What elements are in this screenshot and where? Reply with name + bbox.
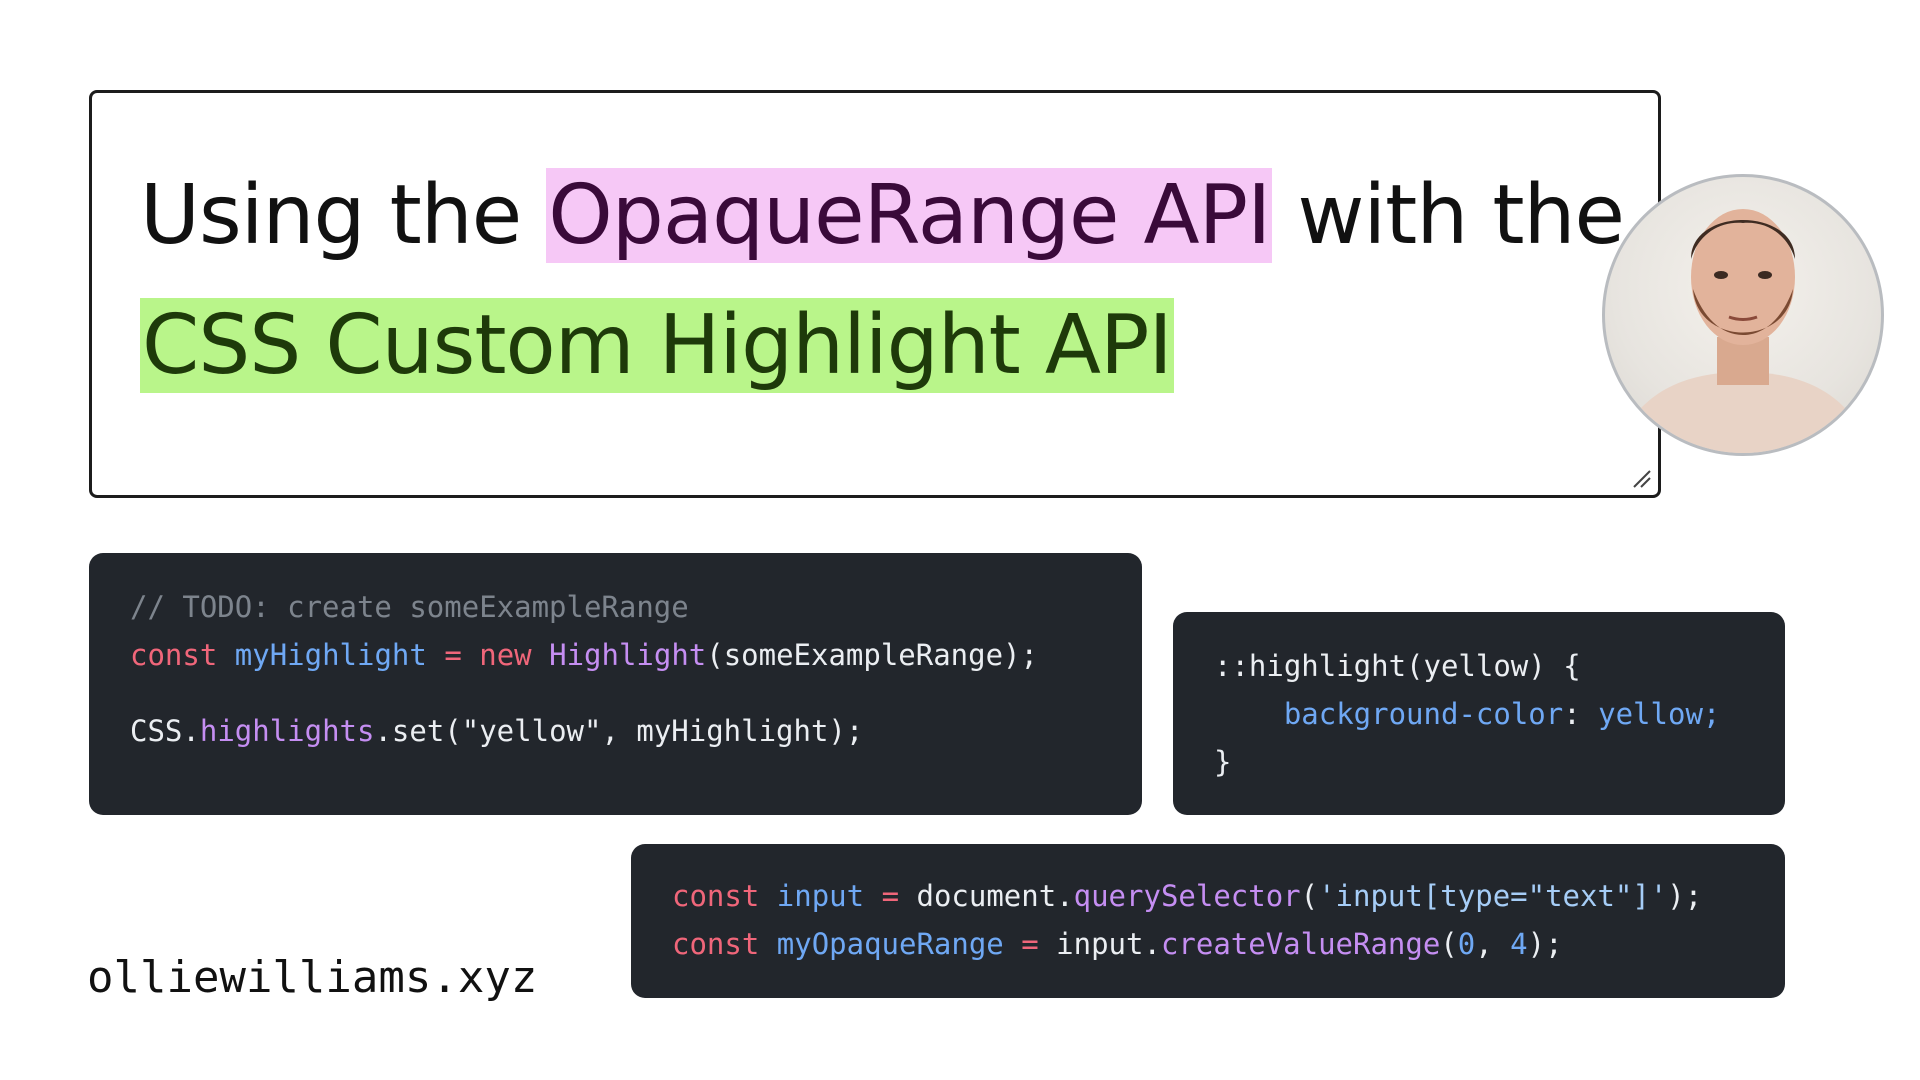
code-line: CSS.highlights.set("yellow", myHighlight…	[130, 714, 864, 748]
code-line: }	[1214, 745, 1232, 779]
code-line: // TODO: create someExampleRange	[130, 590, 689, 624]
site-url: olliewilliams.xyz	[87, 952, 538, 1003]
presenter-avatar	[1602, 174, 1884, 456]
highlight-opaquerange: OpaqueRange API	[546, 168, 1273, 263]
title-part-middle: with the	[1272, 168, 1625, 263]
code-block-opaquerange-js: const input = document.querySelector('in…	[631, 844, 1785, 998]
code-line: ::highlight(yellow) {	[1214, 649, 1581, 683]
code-line: const input = document.querySelector('in…	[672, 879, 1703, 913]
code-block-highlight-js: // TODO: create someExampleRange const my…	[89, 553, 1142, 815]
code-block-highlight-css: ::highlight(yellow) { background-color: …	[1173, 612, 1785, 815]
person-icon	[1615, 209, 1871, 453]
highlight-css-custom-highlight: CSS Custom Highlight API	[140, 298, 1174, 393]
code-line: const myHighlight = new Highlight(someEx…	[130, 638, 1038, 672]
title-part-before: Using the	[140, 168, 547, 263]
resize-grip-icon[interactable]	[1630, 467, 1652, 489]
code-line: const myOpaqueRange = input.createValueR…	[672, 927, 1563, 961]
code-line: background-color: yellow;	[1283, 697, 1721, 731]
